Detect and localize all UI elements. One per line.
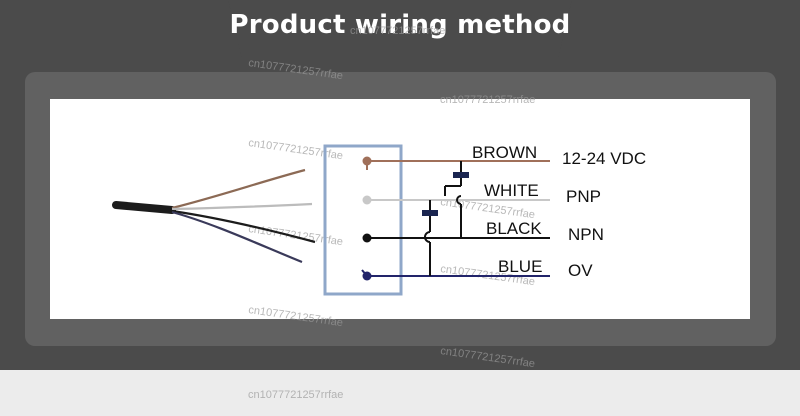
title-tab xyxy=(228,0,572,58)
function-label-power: 12-24 VDC xyxy=(562,149,646,168)
output-wires xyxy=(361,156,550,281)
sensor-cable xyxy=(112,168,316,264)
watermark-text: cn1077721257rrfae xyxy=(350,25,445,37)
function-label-npn: NPN xyxy=(568,225,604,244)
watermark-text: cn1077721257rrfae xyxy=(440,94,535,106)
watermark-text: cn1077721257rrfae xyxy=(248,389,343,401)
watermark-text: cn1077721257rrfae xyxy=(248,57,344,82)
page-title: Product wiring method xyxy=(229,10,571,40)
wire-label-brown: BROWN xyxy=(472,143,537,162)
wire-label-white: WHITE xyxy=(484,181,539,200)
load-elements xyxy=(422,161,469,276)
connector-box xyxy=(323,144,403,296)
watermarks: cn1077721257rrfae cn1077721257rrfae cn10… xyxy=(248,25,536,401)
watermark-text: cn1077721257rrfae xyxy=(248,304,344,329)
watermark-text: cn1077721257rrfae xyxy=(248,137,344,162)
function-label-ground: OV xyxy=(568,261,593,280)
wire-label-black: BLACK xyxy=(486,219,542,238)
wire-label-blue: BLUE xyxy=(498,257,542,276)
watermark-text: cn1077721257rrfae xyxy=(440,345,536,370)
background-light xyxy=(0,370,800,416)
function-label-pnp: PNP xyxy=(566,187,601,206)
wire-labels: BROWN WHITE BLACK BLUE 12-24 VDC PNP NPN… xyxy=(472,143,646,280)
